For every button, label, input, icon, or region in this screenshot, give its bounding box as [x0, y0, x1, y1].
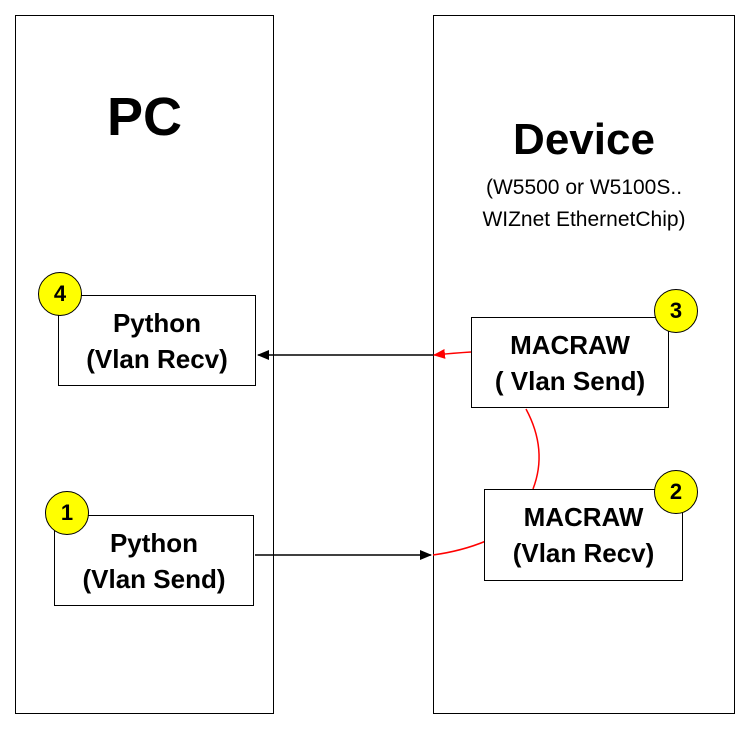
macraw-send-box: MACRAW ( Vlan Send): [471, 317, 669, 408]
device-exit-arrow: [433, 348, 472, 359]
macraw-recv-box: MACRAW (Vlan Recv): [484, 489, 683, 581]
device-loop-path: [525, 408, 540, 490]
macraw-send-line1: MACRAW: [510, 329, 630, 360]
python-send-line2: (Vlan Send): [82, 563, 226, 594]
python-recv-line1: Python: [112, 307, 202, 338]
step-badge-3: 3: [654, 289, 698, 333]
step-badge-4: 4: [38, 272, 82, 316]
macraw-recv-line2: (Vlan Recv): [512, 538, 655, 568]
device-subtitle-line2: WIZnet EthernetChip): [482, 208, 686, 231]
device-entry-path: [432, 540, 487, 556]
python-recv-box: Python (Vlan Recv): [58, 295, 256, 386]
step-badge-1: 1: [45, 491, 89, 535]
python-recv-line2: (Vlan Recv): [86, 343, 228, 374]
device-title: Device: [513, 115, 655, 164]
step-badge-2: 2: [654, 470, 698, 514]
device-subtitle-line1: (W5500 or W5100S..: [485, 176, 683, 199]
python-send-line1: Python: [109, 527, 199, 558]
macraw-send-line2: ( Vlan Send): [494, 365, 646, 396]
python-send-box: Python (Vlan Send): [54, 515, 254, 606]
macraw-recv-line1: MACRAW: [523, 502, 644, 532]
pc-title: PC: [106, 87, 182, 147]
